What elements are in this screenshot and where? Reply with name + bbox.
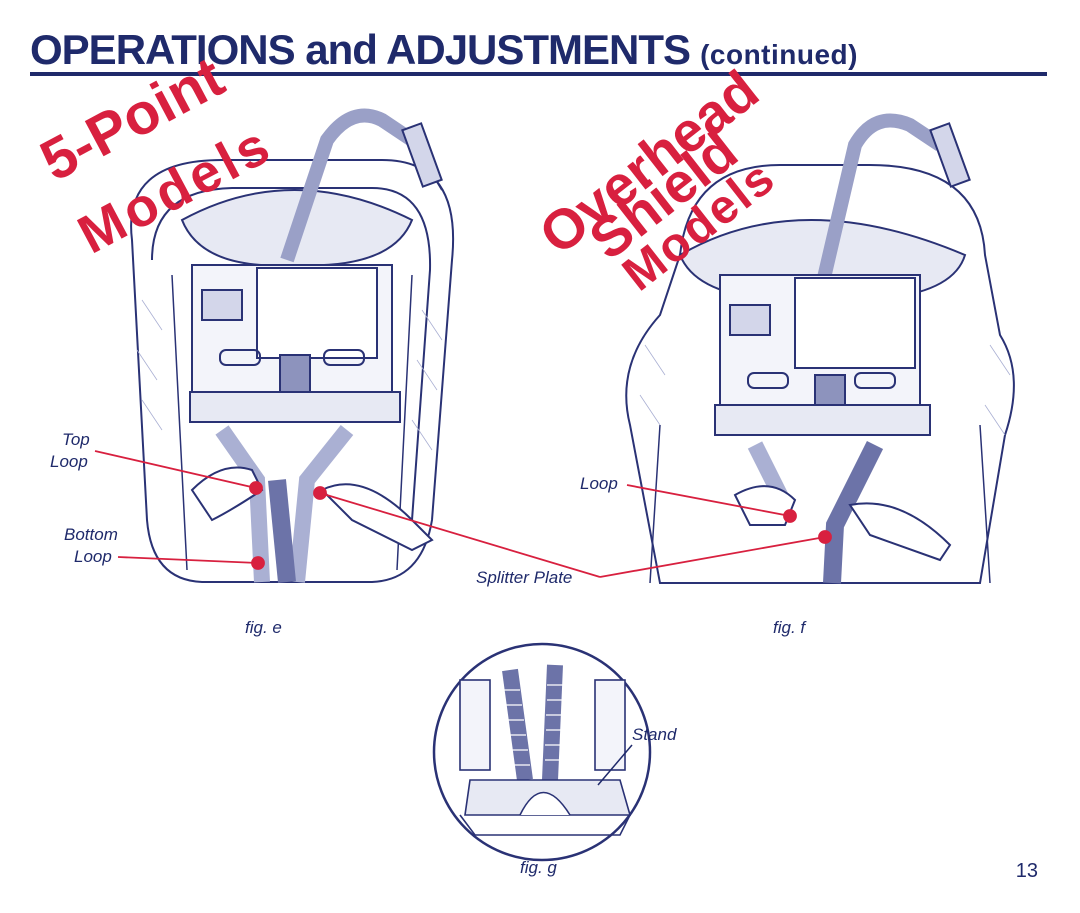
title-continued: (continued)	[700, 39, 858, 70]
title-rule	[30, 72, 1047, 76]
fig-g-caption: fig. g	[520, 858, 557, 877]
bottom-loop-label-line2: Loop	[74, 547, 112, 566]
figure-e-illustration	[130, 108, 455, 583]
figure-f-illustration	[625, 113, 1015, 584]
fig-f-caption: fig. f	[773, 618, 806, 637]
bottom-loop-label-line1: Bottom	[64, 525, 118, 544]
fig-e-caption: fig. e	[245, 618, 282, 637]
figure-g-illustration	[432, 642, 652, 862]
splitter-plate-label: Splitter Plate	[476, 568, 573, 587]
loop-label: Loop	[580, 474, 618, 493]
top-loop-label-line1: Top	[62, 430, 90, 449]
top-loop-label-line2: Loop	[50, 452, 88, 471]
stand-label: Stand	[632, 725, 677, 744]
page-number: 13	[1015, 860, 1038, 882]
title-text: OPERATIONS and ADJUSTMENTS	[30, 26, 691, 73]
page-title: OPERATIONS and ADJUSTMENTS (continued)	[30, 26, 858, 74]
